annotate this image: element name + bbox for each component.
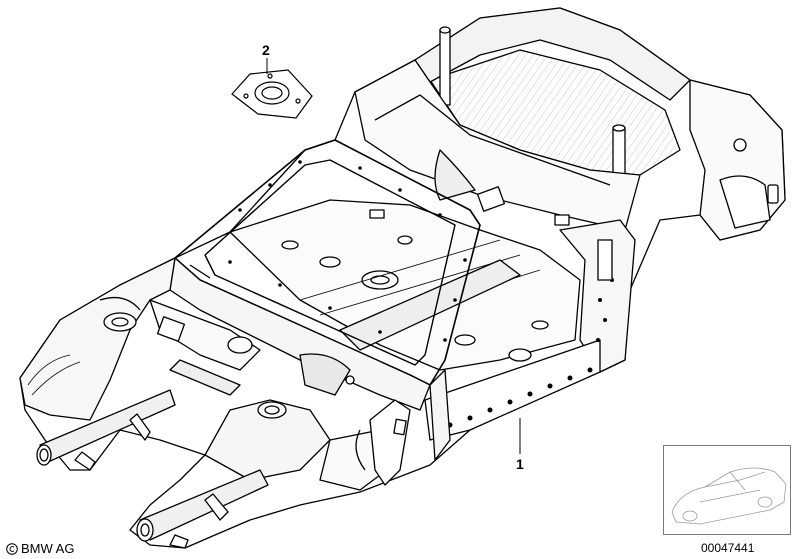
overview-thumbnail-frame — [663, 445, 791, 535]
copyright-icon — [6, 542, 18, 555]
reference-number: 00047441 — [701, 541, 755, 555]
part-2-bracket-plate — [231, 69, 313, 119]
car-overview-icon — [671, 467, 787, 525]
copyright-notice: BMW AG — [6, 541, 74, 556]
part-number-callout-2: 2 — [262, 42, 270, 58]
brand-label: BMW AG — [21, 541, 75, 556]
part-number-callout-1: 1 — [516, 456, 524, 472]
part-1-body-shell — [19, 7, 786, 549]
